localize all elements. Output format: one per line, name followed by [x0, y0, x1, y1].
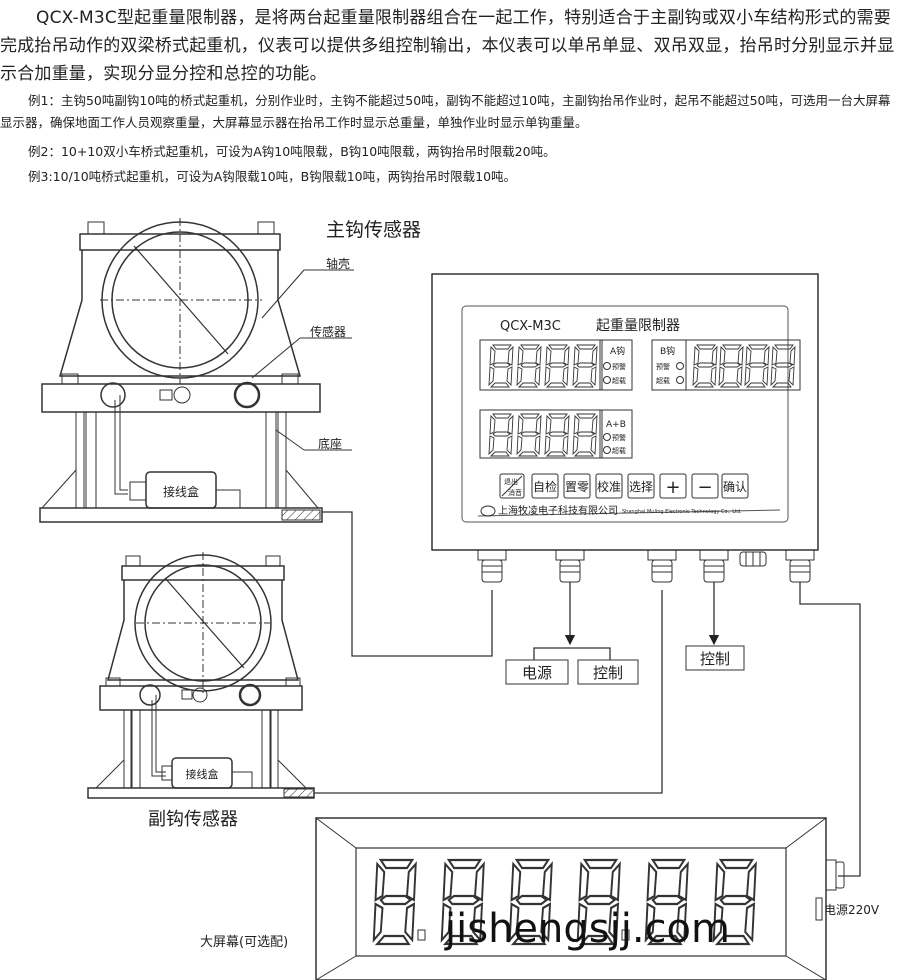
- zero-label: 置零: [565, 480, 589, 494]
- aux-sensor-title: 副钩传感器: [148, 809, 238, 830]
- b-warn-label: 预警: [656, 362, 670, 371]
- example-3: 例3:10/10吨桥式起重机，可设为A钩限载10吨，B钩限载10吨，两钩抬吊时限…: [28, 169, 517, 184]
- plus-label: +: [665, 477, 680, 498]
- control-output-label: 控制: [593, 664, 623, 682]
- zero-button[interactable]: 置零: [563, 473, 591, 499]
- calibrate-button[interactable]: 校准: [595, 473, 623, 499]
- intro-paragraph: QCX-M3C型起重量限制器，是将两台起重量限制器组合在一起工作，特别适合于主副…: [0, 8, 895, 84]
- instrument-panel: QCX-M3C 起重量限制器 A钩 预警 超载 B钩 预警 超载: [431, 273, 819, 583]
- company-name-en: Shanghai Muling Electronic Technology Co…: [622, 509, 742, 515]
- b-over-label: 超载: [656, 376, 670, 385]
- label-a-hook: A钩: [610, 345, 625, 357]
- a-over-label: 超载: [612, 376, 626, 385]
- select-button[interactable]: 选择: [627, 473, 655, 499]
- model-text: QCX-M3C: [500, 319, 561, 334]
- big-screen-display: [315, 817, 845, 980]
- power-output-label: 电源: [522, 664, 552, 682]
- main-sensor-title: 主钩传感器: [326, 219, 421, 241]
- control-output-box-2: 控制: [685, 645, 745, 671]
- a-warn-label: 预警: [612, 362, 626, 371]
- minus-button[interactable]: −: [691, 473, 719, 499]
- mute-label: 消音: [508, 488, 522, 497]
- sensor-label: 传感器: [310, 324, 346, 339]
- confirm-label: 确认: [723, 480, 747, 494]
- base-label: 底座: [318, 436, 342, 451]
- watermark-text: jishengsjj.com: [445, 906, 730, 952]
- junction-box-label: 接线盒: [163, 484, 199, 499]
- calibrate-label: 校准: [597, 479, 621, 494]
- plus-button[interactable]: +: [659, 473, 687, 499]
- control-output-2-label: 控制: [700, 650, 730, 668]
- main-hook-sensor: 接线盒: [39, 218, 354, 523]
- ab-over-label: 超载: [612, 446, 626, 455]
- self-test-button[interactable]: 自检: [531, 473, 559, 499]
- label-b-hook: B钩: [660, 345, 675, 357]
- confirm-button[interactable]: 确认: [721, 473, 749, 499]
- select-label: 选择: [629, 480, 653, 494]
- instrument-name: 起重量限制器: [596, 318, 680, 334]
- big-screen-label: 大屏幕(可选配): [200, 935, 288, 950]
- exit-label: 退出: [504, 477, 518, 486]
- aux-hook-sensor: 接线盒: [87, 552, 315, 799]
- power-output-box: 电源: [505, 659, 569, 685]
- company-logo-icon: [480, 505, 496, 517]
- company-name-cn: 上海牧凌电子科技有限公司: [498, 504, 618, 517]
- label-ab: A+B: [606, 420, 626, 430]
- power-220-label: 电源220V: [824, 903, 880, 917]
- ab-warn-label: 预警: [612, 433, 626, 442]
- example-1: 例1：主钩50吨副钩10吨的桥式起重机，分别作业时，主钩不能超过50吨，副钩不能…: [0, 93, 891, 130]
- exit-mute-button[interactable]: 退出 消音: [499, 473, 525, 499]
- self-test-label: 自检: [533, 479, 557, 494]
- junction-box-2-label: 接线盒: [186, 767, 219, 781]
- example-2: 例2：10+10双小车桥式起重机，可设为A钩10吨限载，B钩10吨限载，两钩抬吊…: [28, 144, 556, 159]
- control-output-box: 控制: [577, 659, 639, 685]
- shell-label: 轴壳: [326, 256, 350, 271]
- minus-label: −: [697, 477, 712, 498]
